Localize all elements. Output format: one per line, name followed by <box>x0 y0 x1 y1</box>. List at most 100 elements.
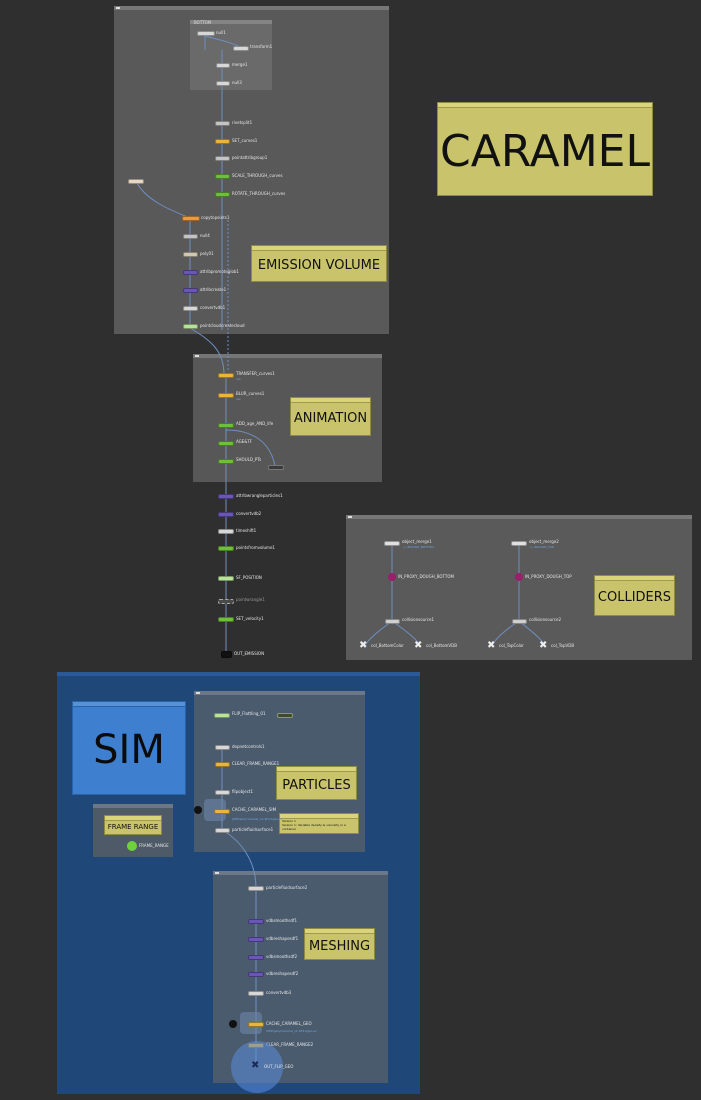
box-collapse-icon[interactable] <box>195 355 199 357</box>
collision-x-icon[interactable]: ✖ <box>414 640 423 651</box>
node-vdbreshapesdf1[interactable] <box>248 937 264 942</box>
note-title: ANIMATION <box>293 411 368 426</box>
node-object-merge1[interactable] <box>384 541 400 546</box>
node-rotate-through-curves[interactable] <box>215 192 230 197</box>
cache-dot-icon[interactable] <box>229 1020 237 1028</box>
node-label: collisionsource2 <box>529 617 561 622</box>
node-label: CACHE_CARAMEL_SIM <box>232 807 277 812</box>
cache-dot-icon[interactable] <box>194 806 202 814</box>
node-set-velocity1[interactable] <box>218 617 234 622</box>
node-convertvdb2[interactable] <box>218 512 234 517</box>
node-null4[interactable] <box>183 234 198 239</box>
node-cache-caramel-geo[interactable] <box>248 1022 264 1027</box>
node-convertvdb1[interactable] <box>183 306 198 311</box>
node-label: IN_PROXY_DOUGH_BOTTOM <box>398 574 454 579</box>
output-x-icon[interactable]: ✖ <box>251 1060 260 1071</box>
node-label: null1 <box>216 30 226 35</box>
node-convertvdb3[interactable] <box>248 991 264 996</box>
node-vdbreshapesdf2[interactable] <box>248 972 264 977</box>
node-label: convertvdb3 <box>266 990 292 995</box>
node-label: ROTATE_THROUGH_curves <box>232 191 286 196</box>
note-title: EMISSION VOLUME <box>257 258 381 273</box>
sticky-note-particles[interactable]: PARTICLES <box>276 766 357 800</box>
frame-range-dot-icon[interactable] <box>127 841 137 851</box>
node-attribpromote[interactable] <box>183 270 198 275</box>
node-sub: $HIP/sim/caramel_v1.$F4.bgeo.sc <box>232 817 283 821</box>
node-rivetsplit1[interactable] <box>215 121 230 126</box>
node-poly01[interactable] <box>183 252 198 257</box>
node-particlefluidsurface2[interactable] <box>248 886 264 891</box>
node-particlefluidsurface1[interactable] <box>215 828 230 833</box>
node-null3[interactable] <box>216 81 230 86</box>
node-label: timeshift1 <box>236 528 257 533</box>
node-out-emission[interactable] <box>221 651 232 658</box>
node-label: attribpromoteglob1 <box>200 269 239 274</box>
node-blur-curves1[interactable] <box>218 393 234 398</box>
node-attribwrangle-particles[interactable] <box>218 494 234 499</box>
node-proxy-dough-bottom[interactable] <box>388 573 396 581</box>
node-collisionsource2[interactable] <box>512 619 527 624</box>
node-proxy-dough-top[interactable] <box>515 573 523 581</box>
sticky-note-caramel[interactable]: CARAMEL <box>437 102 653 196</box>
sticky-note-sim[interactable]: SIM <box>72 701 186 795</box>
sticky-note-colliders[interactable]: COLLIDERS <box>594 575 675 616</box>
node-label: CLEAR_FRAME_RANGE1 <box>232 761 280 766</box>
node-label: col_TopVDB <box>551 643 575 648</box>
node-label: CLEAR_FRAME_RANGE2 <box>266 1042 314 1047</box>
node-sf-position[interactable] <box>218 576 234 581</box>
node-sub: $HIP/geo/caramel_v1.$F4.bgeo.sc <box>266 1029 317 1033</box>
node-flip-flattling[interactable] <box>214 713 230 718</box>
node-label: vdbreshapesdf1 <box>266 936 299 941</box>
node-scale-through-curves[interactable] <box>215 174 230 179</box>
node-label: vdbsmoothsdf2 <box>266 954 297 959</box>
sticky-corner-icon <box>595 576 674 581</box>
sticky-note-frame-range[interactable]: FRAME RANGE <box>104 815 162 835</box>
box-collapse-icon[interactable] <box>196 692 200 694</box>
node-label: flipobject1 <box>232 789 254 794</box>
node-sub: vel <box>236 377 241 381</box>
node-clear-frame-range1[interactable] <box>215 762 230 767</box>
node-null1[interactable] <box>197 31 215 36</box>
node-side-input[interactable] <box>128 179 144 184</box>
node-label: SCALE_THROUGH_curves <box>232 173 283 178</box>
sticky-note-animation[interactable]: ANIMATION <box>290 397 371 436</box>
node-should-pts[interactable] <box>218 459 234 464</box>
node-cache-caramel-sim[interactable] <box>214 809 230 814</box>
collision-x-icon[interactable]: ✖ <box>539 640 548 651</box>
node-dopnetcontrols1[interactable] <box>215 745 230 750</box>
node-timeshift1[interactable] <box>218 529 234 534</box>
node-copytopoints1[interactable] <box>182 216 200 221</box>
node-object-merge2[interactable] <box>511 541 527 546</box>
sticky-note-meshing[interactable]: MESHING <box>304 928 375 960</box>
node-pointwrangle-bypassed[interactable] <box>218 599 234 604</box>
node-vdbsmoothsdf1[interactable] <box>248 919 264 924</box>
node-sub: vel <box>236 397 241 401</box>
subnet-title: BOTTOM <box>194 20 212 25</box>
box-collapse-icon[interactable] <box>348 516 352 518</box>
sticky-note-emission-volume[interactable]: EMISSION VOLUME <box>251 245 387 282</box>
node-label: SET_curves1 <box>232 138 258 143</box>
node-merge1[interactable] <box>216 63 230 68</box>
node-flipsource1[interactable] <box>277 713 293 718</box>
node-flipobject1[interactable] <box>215 790 230 795</box>
node-add-age-life[interactable] <box>218 423 234 428</box>
node-age-tf[interactable] <box>218 441 234 446</box>
node-set-curves1[interactable] <box>215 139 230 144</box>
collision-x-icon[interactable]: ✖ <box>487 640 496 651</box>
collision-x-icon[interactable]: ✖ <box>359 640 368 651</box>
box-collapse-icon[interactable] <box>116 7 120 9</box>
node-pointattribgroup1[interactable] <box>215 156 230 161</box>
node-label: copytopoints1 <box>201 215 230 220</box>
node-collisionsource1[interactable] <box>385 619 400 624</box>
node-label: collisionsource1 <box>402 617 434 622</box>
sticky-note-version[interactable]: Version 1 Version 1: Variable density & … <box>279 813 359 834</box>
box-collapse-icon[interactable] <box>215 872 219 874</box>
node-transform1[interactable] <box>233 46 249 51</box>
node-transfer-curves1[interactable] <box>218 373 234 378</box>
node-pointsfromvolume1[interactable] <box>218 546 234 551</box>
node-vdbsmoothsdf2[interactable] <box>248 955 264 960</box>
node-dark-output[interactable] <box>268 465 284 470</box>
note-title: COLLIDERS <box>597 590 672 605</box>
node-pointcloud[interactable] <box>183 324 198 329</box>
node-attribcreate1[interactable] <box>183 288 198 293</box>
